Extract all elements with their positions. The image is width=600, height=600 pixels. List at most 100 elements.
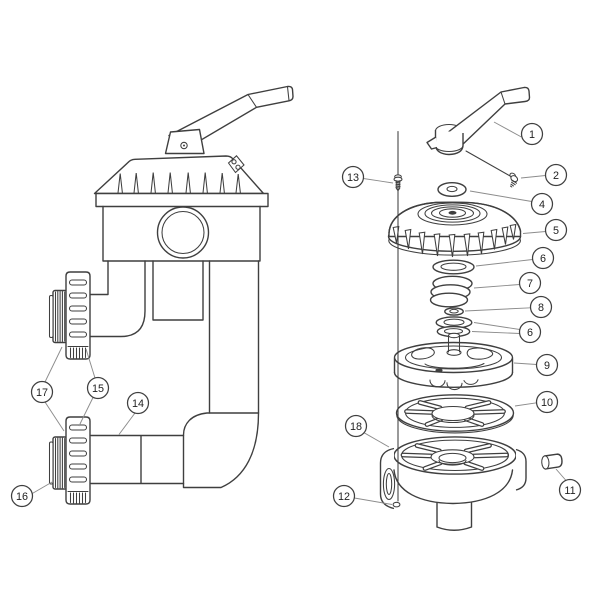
callout-15: 15	[78, 348, 110, 427]
callout-circle	[529, 295, 553, 319]
callout-circle	[126, 391, 150, 415]
handle-bracket	[164, 128, 205, 155]
lid-flange-band	[95, 192, 269, 208]
return-pipe-and-elbow	[90, 260, 260, 489]
callout-circle	[332, 484, 356, 508]
callout-number: 8	[538, 302, 544, 314]
leader-line	[555, 468, 567, 481]
callout-16: 16	[10, 481, 54, 508]
rotor-assembly	[393, 332, 514, 391]
upper-union-fitting	[48, 271, 91, 360]
leader-line	[354, 497, 393, 505]
callout-number: 17	[36, 387, 48, 399]
leader-line	[475, 259, 533, 267]
callout-circle	[341, 165, 365, 189]
callout-7: 7	[473, 271, 542, 295]
spider-gasket	[395, 394, 515, 434]
handle-washer	[437, 181, 467, 197]
valve-handle	[164, 85, 294, 155]
callout-circle	[518, 320, 542, 344]
sight-glass	[152, 260, 204, 321]
leader-line	[32, 481, 54, 494]
callout-number: 15	[92, 383, 104, 395]
leader-line	[469, 190, 532, 202]
callout-number: 5	[553, 225, 559, 237]
callout-6: 6	[475, 246, 555, 270]
callout-number: 6	[540, 253, 546, 265]
leader-line	[44, 346, 63, 383]
leader-line	[78, 396, 94, 427]
small-washer	[444, 307, 464, 316]
callout-circle	[30, 380, 54, 404]
callout-circle	[344, 414, 368, 438]
valve-lid	[93, 155, 265, 195]
callout-number: 1	[529, 129, 535, 141]
callout-number: 4	[539, 199, 545, 211]
handle-pivot-screw	[180, 141, 188, 150]
handle-screw	[509, 172, 519, 188]
callout-number: 18	[350, 421, 362, 433]
callout-circle	[544, 163, 568, 187]
callout-5: 5	[522, 218, 568, 242]
vertical-pipe	[208, 260, 260, 414]
drain-plug	[541, 453, 563, 470]
callout-circle	[531, 246, 555, 270]
leader-line	[464, 307, 531, 312]
leader-line	[363, 432, 390, 448]
callout-13: 13	[341, 165, 394, 189]
callout-circle	[520, 122, 544, 146]
callout-8: 8	[464, 295, 553, 319]
leader-line	[514, 402, 537, 407]
body-skirt	[393, 469, 514, 505]
callout-14: 14	[118, 391, 150, 435]
callout-number: 7	[527, 278, 533, 290]
body-bottom-stub	[436, 502, 473, 531]
horizontal-pipe	[90, 434, 185, 485]
callout-circle	[535, 353, 559, 377]
callout-9: 9	[513, 353, 559, 377]
stem-washers	[435, 316, 473, 338]
callout-number: 9	[544, 360, 550, 372]
leader-line	[473, 284, 520, 289]
callout-4: 4	[469, 190, 554, 216]
callout-1: 1	[493, 121, 544, 146]
callout-number: 11	[564, 485, 575, 497]
leader-line	[513, 362, 537, 365]
leader-line	[522, 231, 546, 234]
callout-number: 2	[553, 170, 559, 182]
callout-circle	[558, 478, 582, 502]
callout-circle	[518, 271, 542, 295]
leader-line	[118, 412, 136, 435]
callout-17: 17	[30, 346, 65, 432]
callout-circle	[530, 192, 554, 216]
callout-circle	[544, 218, 568, 242]
spring	[429, 275, 473, 308]
leader-line	[44, 401, 65, 432]
handle-screw-line	[465, 150, 512, 178]
leader-line	[520, 175, 546, 179]
callout-number: 16	[16, 491, 28, 503]
callout-number: 6	[527, 327, 533, 339]
exploded-valve-view	[379, 86, 563, 531]
callout-10: 10	[514, 390, 559, 414]
rotor-stem	[447, 334, 461, 353]
body-port	[156, 206, 210, 259]
callout-circle	[10, 484, 34, 508]
stem-screw	[393, 174, 403, 192]
body-spokes	[400, 443, 509, 471]
dome-ribs	[392, 223, 517, 258]
callout-number: 12	[338, 491, 350, 503]
valve-body	[102, 205, 261, 321]
leader-line	[473, 322, 520, 330]
lid-o-ring	[432, 259, 475, 275]
gasket-spokes	[404, 400, 506, 427]
upper-elbow	[89, 260, 146, 338]
callout-12: 12	[332, 484, 393, 508]
callout-number: 13	[347, 172, 359, 184]
leader-line	[85, 348, 96, 379]
callout-18: 18	[344, 414, 390, 448]
callout-6: 6	[471, 320, 542, 344]
body-right-wing	[515, 448, 527, 491]
